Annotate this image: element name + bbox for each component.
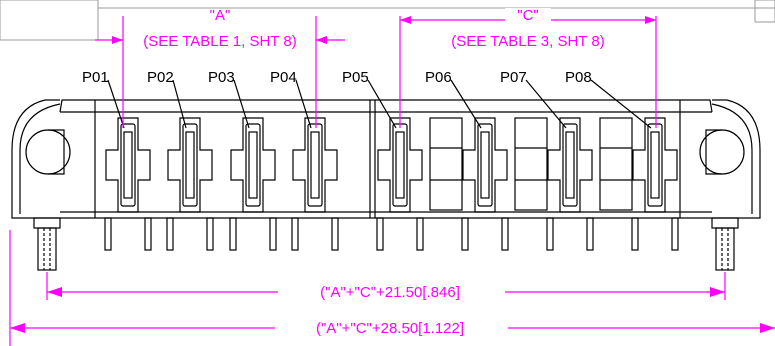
dimension-inner: ("A"+"C"+21.50[.846] — [46, 272, 726, 301]
pin-label: P02 — [147, 69, 174, 86]
title-block-frame — [0, 0, 99, 41]
pin-label: P07 — [500, 69, 527, 86]
pin-label: P06 — [425, 69, 452, 86]
pin-label: P01 — [82, 69, 109, 86]
dimension-inner-text: ("A"+"C"+21.50[.846] — [320, 284, 460, 301]
pin-4: P04 — [270, 69, 339, 251]
dimension-c-label: "C" — [517, 7, 538, 24]
pin-8: P08 — [565, 69, 679, 251]
dimension-c-note: (SEE TABLE 3, SHT 8) — [451, 33, 604, 50]
sheet-frame-right — [754, 0, 775, 23]
dimension-a-label: "A" — [210, 7, 231, 24]
pin-assemblies: P01 P02 P03 P04 P05 P06 P07 P08 — [82, 69, 679, 251]
pin-label: P08 — [565, 69, 592, 86]
pin-label: P05 — [342, 69, 369, 86]
pin-1: P01 — [82, 69, 152, 251]
pin-label: P03 — [208, 69, 235, 86]
dimension-c: "C" (SEE TABLE 3, SHT 8) — [399, 7, 657, 128]
dimension-a-note: (SEE TABLE 1, SHT 8) — [143, 33, 296, 50]
pin-3: P03 — [208, 69, 277, 251]
pin-5: P05 — [342, 69, 424, 251]
dimension-outer-text: ("A"+"C"+28.50[1.122] — [316, 320, 464, 337]
pin-7: P07 — [500, 69, 594, 251]
pin-6: P06 — [425, 69, 509, 251]
dimension-a: "A" (SEE TABLE 1, SHT 8) — [95, 7, 345, 128]
dimension-outer: ("A"+"C"+28.50[1.122] — [9, 230, 775, 346]
pin-label: P04 — [270, 69, 297, 86]
connector-body — [11, 99, 761, 271]
pin-2: P02 — [147, 69, 214, 251]
